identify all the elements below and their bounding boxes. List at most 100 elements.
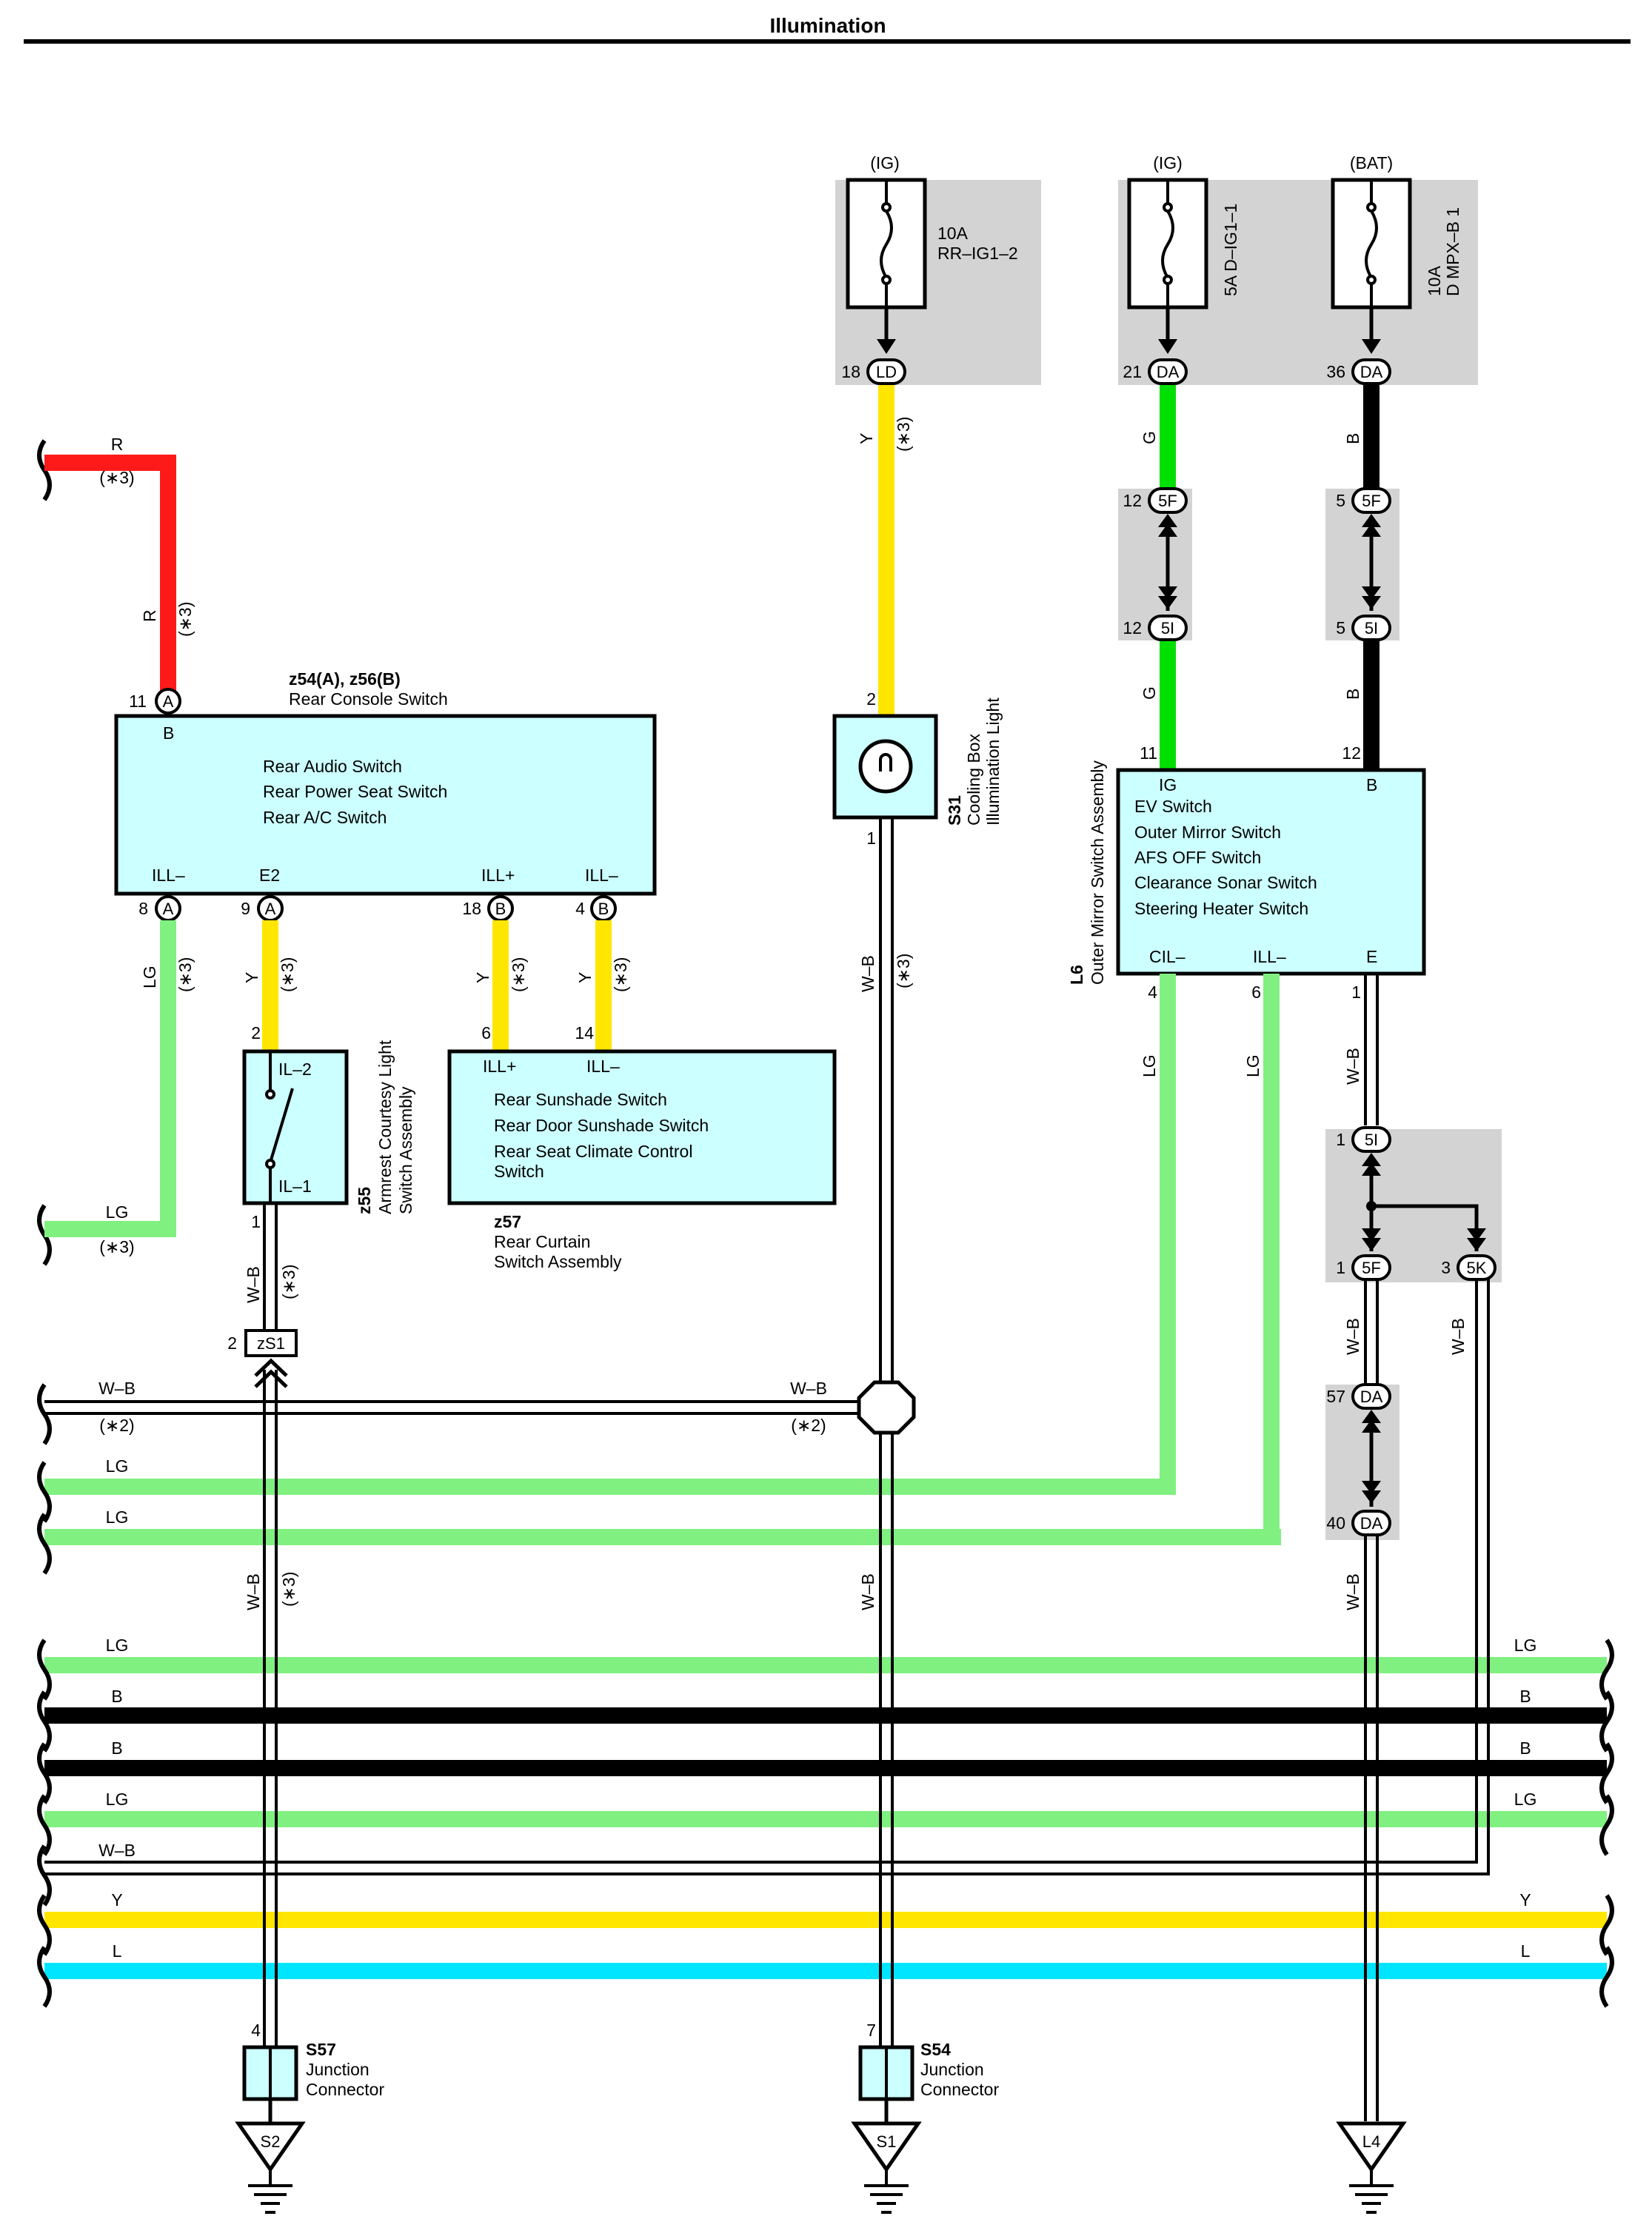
rear-curtain-pin-ill-plus: ILL+ — [483, 1057, 516, 1076]
connector-5i-1 — [1351, 1126, 1391, 1153]
outer-mirror-item-4: Clearance Sonar Switch — [1134, 873, 1317, 892]
cooling-box-lamp-icon — [858, 739, 913, 794]
pin-18-label-b: 18 — [462, 899, 481, 918]
wire-y-cooling — [878, 385, 894, 714]
armrest-pin-il1: IL–1 — [278, 1177, 312, 1196]
rear-curtain-ref: z57 — [494, 1212, 521, 1231]
pin-4-label-b: 4 — [575, 899, 585, 918]
label-note-wb-armrest: (∗3) — [279, 1265, 298, 1299]
label-note-wb-cooling: (∗3) — [894, 954, 913, 988]
connector-b-pin4-letter: B — [598, 900, 609, 918]
ground-l4-symbol — [1349, 2169, 1394, 2214]
pin-12-label-5f: 12 — [1123, 491, 1142, 510]
rear-curtain-item-2: Rear Door Sunshade Switch — [494, 1116, 709, 1135]
pin-11-label: 11 — [129, 692, 147, 711]
pin-12-label-5i: 12 — [1123, 618, 1142, 637]
label-lg-bus-1: LG — [106, 1456, 129, 1476]
connector-a-pin9-letter: A — [265, 900, 276, 918]
wire-b-bus-2 — [44, 1760, 1607, 1776]
label-b-bus-2-left: B — [111, 1738, 122, 1758]
pin-1-label-5i: 1 — [1336, 1130, 1345, 1149]
label-wb-s57: W–B — [244, 1573, 263, 1610]
connector-5k-3 — [1457, 1254, 1497, 1281]
connector-5i-12 — [1148, 615, 1188, 641]
wire-lg-cil — [1160, 974, 1176, 1495]
s54-ref: S54 — [920, 2040, 951, 2059]
label-r-top: R — [111, 435, 124, 454]
cooling-box-ref: S31 — [945, 795, 964, 826]
ground-s1-label: S1 — [877, 2132, 897, 2151]
arrows-da — [1362, 1410, 1381, 1504]
label-wb-bus-return-left: W–B — [98, 1841, 136, 1860]
label-note-pin18: (∗3) — [509, 957, 528, 992]
label-note-pin4: (∗3) — [611, 957, 630, 992]
armrest-name-2: Switch Assembly — [396, 1086, 415, 1214]
label-note2-bus-left: (∗2) — [99, 1416, 134, 1435]
label-note-r-vert: (∗3) — [175, 602, 195, 637]
label-lg-bus-4-left: LG — [106, 1790, 129, 1809]
label-y-pin4: Y — [575, 972, 595, 983]
outer-mirror-item-2: Outer Mirror Switch — [1134, 823, 1281, 842]
rear-curtain-name-2: Switch Assembly — [494, 1252, 622, 1271]
connector-a-pin11-letter: A — [163, 692, 174, 711]
wire-lg-bus-4 — [44, 1811, 1607, 1827]
pin-1-label-5f: 1 — [1336, 1258, 1345, 1277]
connector-zs1-label: zS1 — [257, 1334, 285, 1353]
label-wb-e: W–B — [1343, 1048, 1362, 1085]
wire-wb-5f-da — [1364, 1279, 1379, 1385]
ground-l4: L4 — [1336, 2121, 1407, 2214]
label-r-vert: R — [140, 609, 159, 622]
title-rule — [24, 39, 1631, 44]
rear-console-pin-e2: E2 — [259, 866, 280, 885]
connector-5f-12-label: 5F — [1158, 492, 1177, 510]
rear-console-name: Rear Console Switch — [289, 689, 448, 709]
pin-1-label-cooling: 1 — [866, 829, 876, 848]
wire-breaks — [37, 439, 1614, 2008]
connector-5i-12-label: 5I — [1161, 619, 1174, 637]
label-note-cooling: (∗3) — [894, 417, 913, 452]
label-note2-bus-mid: (∗2) — [791, 1416, 826, 1435]
ground-l4-label: L4 — [1362, 2132, 1380, 2151]
ground-s2: S2 — [235, 2121, 306, 2214]
pin-36-label: 36 — [1326, 362, 1345, 381]
pin-12-label-mirror: 12 — [1342, 743, 1361, 763]
arrows-5f-5i-b — [1362, 514, 1381, 609]
arrows-5i-1 — [1362, 1153, 1381, 1176]
pin-5-label-5f: 5 — [1336, 491, 1345, 510]
pin-1-label-mirror: 1 — [1351, 983, 1361, 1002]
power-bat: (BAT) — [1350, 153, 1393, 173]
rear-curtain-box — [447, 1049, 837, 1205]
outer-mirror-pin-ill: ILL– — [1253, 947, 1286, 966]
connector-da-57 — [1351, 1383, 1391, 1410]
pin-9-label: 9 — [241, 899, 250, 918]
pin-2-label-armrest: 2 — [251, 1023, 261, 1042]
wire-l-bus — [44, 1963, 1607, 1979]
connector-da-36 — [1351, 358, 1391, 385]
rear-console-pin-b: B — [163, 723, 174, 743]
label-g-lower: G — [1140, 686, 1159, 700]
label-y-pin18: Y — [473, 972, 492, 983]
rear-console-pin-ill-plus: ILL+ — [481, 866, 515, 885]
pin-2-label-zs1: 2 — [227, 1333, 237, 1353]
label-l-bus-left: L — [113, 1941, 122, 1961]
label-b-upper: B — [1343, 433, 1362, 444]
label-note-pin9: (∗3) — [278, 957, 297, 992]
outer-mirror-switch-box — [1116, 768, 1426, 976]
rear-curtain-pin-ill-minus: ILL– — [586, 1057, 620, 1076]
connector-da-40-label: DA — [1360, 1514, 1383, 1533]
pin-6-label: 6 — [481, 1023, 491, 1042]
outer-mirror-pin-cil: CIL– — [1149, 947, 1186, 966]
label-g-upper: G — [1140, 431, 1159, 444]
zs1-chevron — [254, 1358, 288, 1388]
arrow-fuse-dig — [1158, 339, 1177, 354]
label-wb-l4: W–B — [1343, 1573, 1362, 1610]
wire-g-upper — [1160, 385, 1176, 489]
connector-5k-3-label: 5K — [1467, 1259, 1487, 1277]
wire-lg-bus-1 — [44, 1479, 1176, 1495]
pin-6-label-mirror: 6 — [1251, 983, 1261, 1002]
label-y-bus-right: Y — [1519, 1890, 1531, 1910]
wire-y-pin9 — [262, 920, 278, 1051]
connector-da-21-label: DA — [1157, 363, 1180, 381]
ground-s1-symbol — [864, 2169, 909, 2214]
